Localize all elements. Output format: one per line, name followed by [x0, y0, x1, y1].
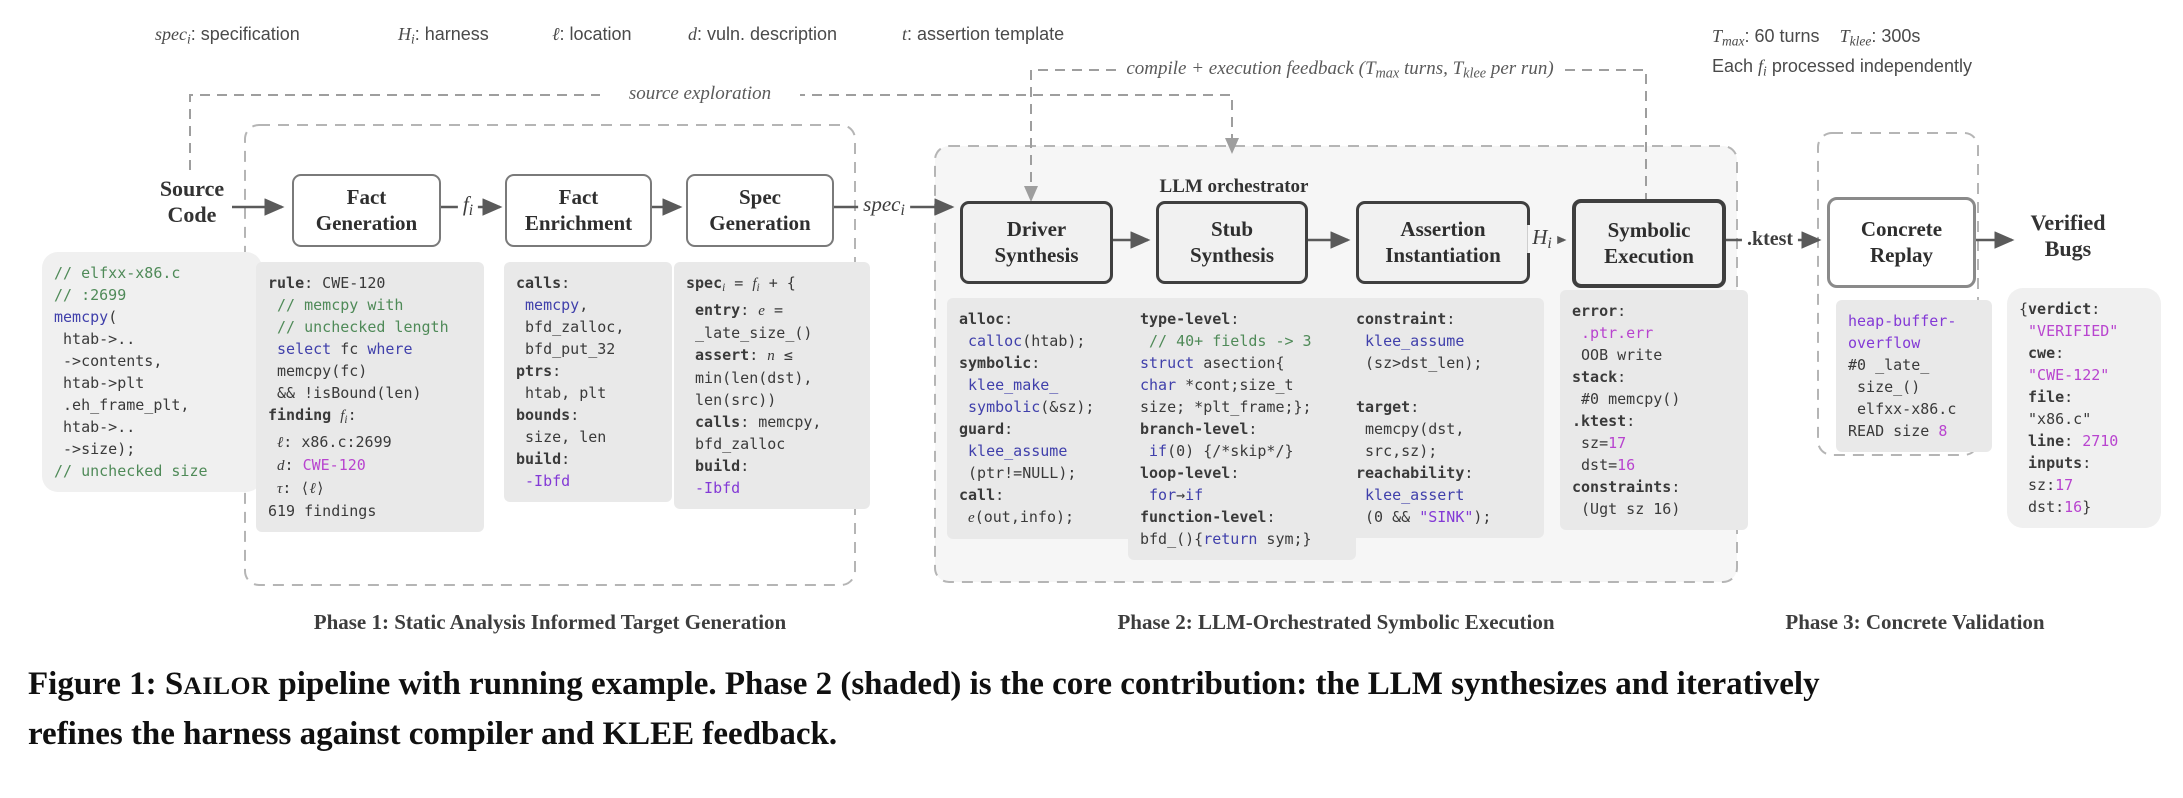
verified-bugs-label: Verified Bugs	[2030, 210, 2106, 261]
figure-caption-line2: refines the harness against compiler and…	[28, 716, 838, 752]
legend-assertion-template: t: assertion template	[902, 24, 1065, 44]
spec-generation-detail: speci = fi + { entry: e = _late_size_() …	[674, 262, 870, 509]
node-stub-synthesis: Stub Synthesis	[1156, 201, 1308, 284]
params-independence-note: Each fi processed independently	[1712, 56, 1972, 79]
fact-generation-detail: rule: CWE-120 // memcpy with // unchecke…	[256, 262, 484, 532]
legend-location: ℓ: location	[552, 24, 632, 44]
node-driver-synthesis: Driver Synthesis	[960, 201, 1113, 284]
source-exploration-label: source exploration	[600, 83, 800, 105]
edge-label-hi: Hi	[1527, 225, 1557, 253]
phase2-label: Phase 2: LLM-Orchestrated Symbolic Execu…	[1117, 610, 1555, 634]
driver-synthesis-detail: alloc: calloc(htab);symbolic: klee_make_…	[947, 298, 1139, 539]
figure-caption-line1: Figure 1: SAILOR pipeline with running e…	[28, 666, 1820, 702]
node-symbolic-execution: Symbolic Execution	[1572, 199, 1726, 288]
compile-execution-feedback-label: compile + execution feedback (Tmax turns…	[1118, 58, 1562, 83]
phase1-label: Phase 1: Static Analysis Informed Target…	[313, 610, 787, 634]
edge-label-speci: speci	[858, 192, 910, 220]
params-turns-timeout: Tmax: 60 turns Tklee: 300s	[1712, 26, 1921, 49]
phase3-label: Phase 3: Concrete Validation	[1785, 610, 2045, 634]
legend-vuln-description: d: vuln. description	[688, 24, 838, 44]
edge-label-fi: fi	[457, 192, 479, 220]
legend-harness: Hi: harness	[398, 24, 489, 47]
llm-orchestrator-label: LLM orchestrator	[1159, 176, 1309, 197]
assertion-instantiation-detail: constraint: klee_assume (sz>dst_len); ta…	[1344, 298, 1544, 538]
node-assertion-instantiation: Assertion Instantiation	[1356, 201, 1530, 284]
edge-label-ktest: .ktest	[1741, 228, 1799, 251]
concrete-replay-detail: heap-buffer-overflow#0 _late_ size_() el…	[1836, 300, 1992, 452]
legend-spec: speci: specification	[155, 24, 300, 47]
node-fact-enrichment: Fact Enrichment	[505, 174, 652, 247]
node-concrete-replay: Concrete Replay	[1827, 197, 1976, 288]
node-spec-generation: Spec Generation	[686, 174, 834, 247]
verified-bugs-detail: {verdict: "VERIFIED" cwe: "CWE-122" file…	[2007, 288, 2161, 528]
source-code-label: Source Code	[159, 176, 225, 227]
node-fact-generation: Fact Generation	[292, 174, 441, 247]
